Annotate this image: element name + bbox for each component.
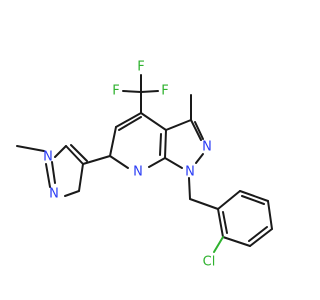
bond bbox=[241, 195, 265, 205]
bond bbox=[249, 228, 273, 247]
chlorine-atom: Cl bbox=[203, 255, 216, 270]
bond bbox=[165, 119, 192, 131]
bond bbox=[115, 112, 142, 128]
methylpyrazole-group bbox=[16, 144, 111, 197]
fluorine-atom-top: F bbox=[137, 60, 144, 75]
bond bbox=[64, 190, 80, 197]
nitrogen-atom-pyrazole-upper: N bbox=[202, 140, 212, 155]
nitrogen-atom-pyridine: N bbox=[133, 165, 143, 180]
bond bbox=[45, 163, 51, 188]
bond bbox=[51, 161, 56, 184]
bond bbox=[140, 112, 167, 131]
bond bbox=[164, 129, 167, 159]
bond bbox=[109, 126, 117, 157]
fluorine-atom-right: F bbox=[161, 84, 168, 99]
bond bbox=[109, 155, 129, 169]
fluorine-atom-left: F bbox=[112, 84, 119, 99]
bond-c-f-right bbox=[140, 90, 159, 93]
bond bbox=[190, 119, 202, 141]
bond bbox=[267, 200, 273, 230]
bond bbox=[248, 226, 268, 242]
bond-c-cl bbox=[213, 236, 224, 253]
pyrazole-fused-ring bbox=[164, 94, 204, 169]
nitrogen-atom-side-lower: N bbox=[49, 187, 59, 202]
bond bbox=[65, 145, 84, 165]
molecule-structure: F F F N N N N N Cl bbox=[16, 60, 273, 270]
bond bbox=[188, 177, 191, 200]
bond bbox=[148, 157, 166, 168]
nitrogen-atom-side-upper: N bbox=[43, 150, 53, 165]
pyridine-ring bbox=[109, 112, 167, 169]
bond bbox=[54, 145, 67, 158]
bond bbox=[217, 208, 224, 238]
bond bbox=[195, 153, 204, 164]
nitrogen-atom-pyrazole-lower: N bbox=[185, 165, 195, 180]
bond bbox=[70, 144, 88, 162]
bond bbox=[189, 198, 219, 210]
molecule-canvas: F F F N N N N N Cl bbox=[16, 59, 273, 270]
chlorobenzyl-group bbox=[188, 177, 273, 253]
bond bbox=[222, 236, 251, 247]
trifluoromethyl-group bbox=[122, 74, 159, 114]
bond bbox=[78, 163, 84, 192]
bond-c-f-left bbox=[122, 90, 142, 93]
bond bbox=[217, 190, 241, 210]
bond bbox=[164, 157, 183, 169]
bond bbox=[159, 133, 162, 156]
bond bbox=[222, 211, 228, 234]
bond bbox=[239, 190, 269, 202]
bond bbox=[118, 116, 142, 131]
bond bbox=[82, 155, 111, 165]
bond-n-methyl bbox=[16, 145, 45, 152]
bond bbox=[194, 121, 204, 140]
